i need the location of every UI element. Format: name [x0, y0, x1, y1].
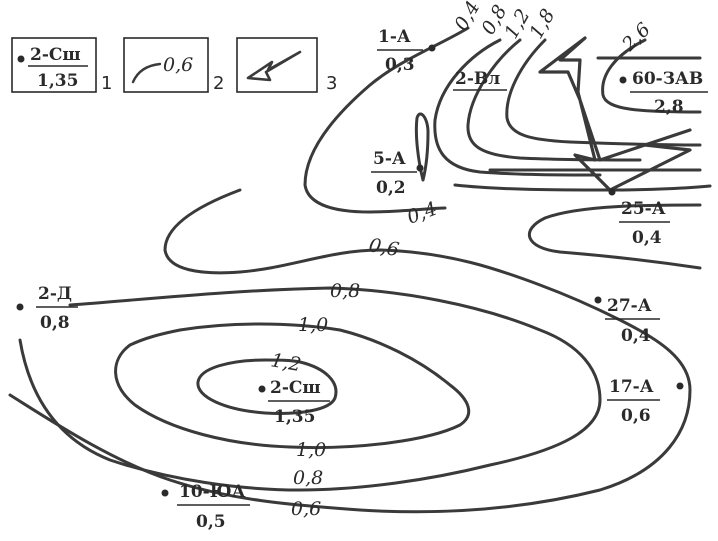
well-dot — [594, 296, 602, 304]
well-name: 10-ЮА — [179, 482, 246, 502]
isoline-26-top — [601, 38, 702, 114]
well-name: 5-А — [373, 149, 406, 169]
isoline-label-in-10: 1,0 — [298, 314, 328, 336]
legend: 2-Сш 1,35 1 0,6 2 3 — [11, 37, 337, 94]
well-2d: 2-Д 0,8 — [16, 284, 78, 333]
well-2vl: 2-Вл — [453, 69, 507, 91]
legend-num-2: 2 — [213, 73, 224, 94]
isoline-04-25a — [527, 203, 702, 270]
well-name: 25-А — [621, 199, 666, 219]
isoline-06-outer — [8, 188, 692, 514]
legend-isoline-curve — [131, 62, 162, 84]
legend-arrow-icon — [246, 50, 302, 82]
isoline-label-top-26: 2,6 — [617, 19, 655, 57]
well-dot — [161, 489, 169, 497]
well-dot — [16, 303, 24, 311]
well-name: 60-ЗАВ — [632, 69, 703, 89]
well-value: 0,5 — [196, 512, 226, 532]
well-name: 2-Д — [38, 284, 72, 304]
well-name: 2-Сш — [270, 378, 321, 398]
isoline-label-mid-08: 0,8 — [330, 280, 360, 302]
well-60zav: 60-ЗАВ 2,8 — [619, 69, 708, 117]
legend-well-dot — [17, 55, 25, 63]
well-dot — [258, 385, 266, 393]
isoline-08-top — [433, 38, 602, 177]
isoline-label-mid-06: 0,6 — [367, 234, 401, 261]
well-name: 2-Вл — [455, 69, 500, 89]
isoline-12-top — [466, 38, 642, 162]
well-dot — [676, 382, 684, 390]
legend-isoline-label: 0,6 — [163, 54, 193, 76]
well-name: 27-А — [607, 296, 652, 316]
isoline-label-low-06: 0,6 — [291, 498, 321, 520]
legend-num-1: 1 — [101, 73, 112, 94]
well-17a: 17-А 0,6 — [607, 377, 684, 426]
well-dot — [608, 188, 616, 196]
well-1a: 1-А 0,3 — [377, 27, 436, 75]
well-value: 0,8 — [40, 313, 70, 333]
well-value: 0,4 — [632, 228, 662, 248]
well-name: 17-А — [609, 377, 654, 397]
well-27a: 27-А 0,4 — [594, 296, 660, 346]
well-5a: 5-А 0,2 — [371, 149, 424, 198]
legend-well-value: 1,35 — [37, 71, 78, 91]
isoline-label-low-10: 1,0 — [296, 439, 326, 461]
legend-well-box — [11, 37, 97, 93]
isoline-08-mid — [18, 286, 602, 492]
flow-direction-arrow — [538, 36, 692, 192]
legend-isoline-box — [123, 37, 209, 93]
isolines — [8, 26, 712, 514]
legend-num-3: 3 — [326, 73, 337, 94]
well-dot — [428, 44, 436, 52]
well-name: 1-А — [378, 27, 411, 47]
isoline-02-loop — [414, 112, 430, 182]
well-value: 1,35 — [274, 407, 315, 427]
isoline-label-top-18: 1,8 — [525, 5, 559, 42]
isoline-10 — [114, 322, 471, 450]
well-value: 0,3 — [385, 55, 415, 75]
isoline-label-in-12: 1,2 — [269, 349, 303, 376]
well-dot — [619, 76, 627, 84]
legend-arrow-box — [236, 37, 318, 93]
legend-well-name: 2-Сш — [30, 45, 81, 65]
well-2ssh: 2-Сш 1,35 — [258, 378, 330, 427]
well-10yua: 10-ЮА 0,5 — [161, 482, 250, 532]
well-dot — [416, 164, 424, 172]
isoline-12-inner — [196, 358, 338, 415]
well-value: 2,8 — [654, 97, 684, 117]
well-25a: 25-А 0,4 — [608, 188, 670, 248]
isoline-04-upper — [303, 26, 470, 214]
wells: 1-А 0,3 2-Вл 60-ЗАВ 2,8 5-А 0,2 25-А — [16, 27, 708, 532]
isoline-label-mid-04: 0,4 — [404, 198, 440, 229]
well-value: 0,2 — [376, 178, 406, 198]
well-value: 0,4 — [621, 326, 651, 346]
well-value: 0,6 — [621, 406, 651, 426]
isoline-lines-right — [453, 183, 712, 192]
isoline-label-low-08: 0,8 — [293, 467, 323, 489]
